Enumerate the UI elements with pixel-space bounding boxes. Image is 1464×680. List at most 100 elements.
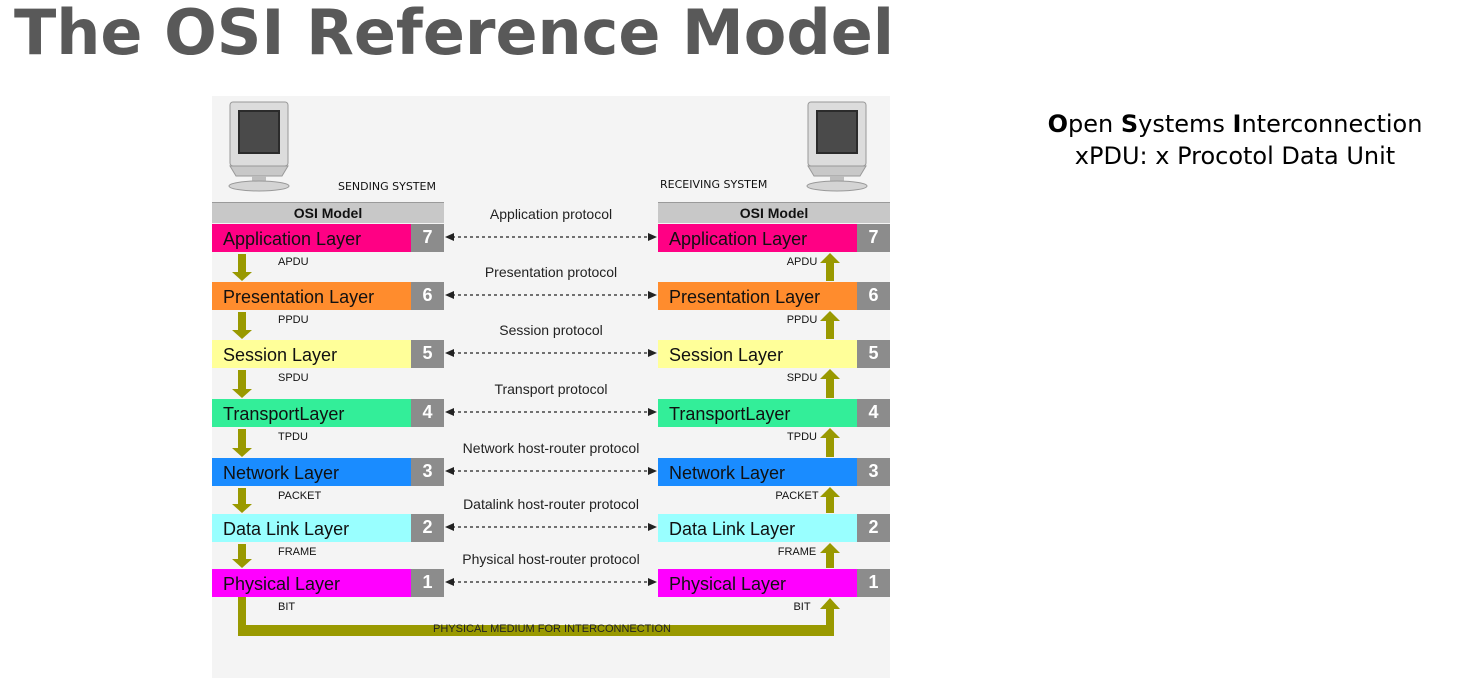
sending-pdu-label: PPDU: [278, 314, 309, 326]
receiving-layer-number: 3: [857, 458, 890, 486]
sending-layer-name: Network Layer: [212, 458, 411, 486]
protocol-label: Network host-router protocol: [462, 440, 640, 456]
protocol-label: Presentation protocol: [484, 264, 618, 280]
sending-layer-name: TransportLayer: [212, 399, 411, 427]
sending-pdu-label: FRAME: [278, 546, 317, 558]
protocol-arrowhead-left: [445, 578, 454, 586]
receiving-layer-name: Session Layer: [658, 340, 857, 368]
protocol-arrowhead-left: [445, 523, 454, 531]
protocol-arrowhead-left: [445, 408, 454, 416]
protocol-label: Session protocol: [499, 322, 603, 338]
sending-layer-number: 7: [411, 224, 444, 252]
down-arrow: [232, 429, 252, 457]
pdu-definition: xPDU: x Procotol Data Unit: [1074, 142, 1396, 170]
up-arrow: [820, 253, 840, 281]
receiving-pdu-label: SPDU: [786, 372, 818, 384]
page-title: The OSI Reference Model: [14, 0, 895, 69]
receiving-stack-header: OSI Model: [658, 202, 890, 223]
sending-layer-number: 4: [411, 399, 444, 427]
sending-pdu-label: BIT: [278, 601, 296, 613]
protocol-label: Application protocol: [489, 206, 613, 222]
arrows-layer: [232, 233, 840, 636]
acronym-systems-rest: ystems: [1138, 110, 1233, 138]
down-arrow: [232, 254, 252, 281]
sending-layer-name: Application Layer: [212, 224, 411, 252]
sending-layer-name: Physical Layer: [212, 569, 411, 597]
up-arrow: [820, 311, 840, 339]
receiving-computer-icon: [806, 101, 868, 192]
sending-system-label: SENDING SYSTEM: [338, 180, 436, 193]
protocol-arrowhead-right: [648, 233, 657, 241]
acronym-box: Open Systems Interconnection xPDU: x Pro…: [1020, 108, 1450, 172]
protocol-arrowhead-right: [648, 291, 657, 299]
acronym-i: I: [1232, 110, 1242, 138]
up-arrow: [820, 543, 840, 568]
receiving-layer-number: 1: [857, 569, 890, 597]
receiving-pdu-label: PACKET: [775, 490, 819, 502]
acronym-open-rest: pen: [1067, 110, 1121, 138]
protocol-arrowhead-right: [648, 523, 657, 531]
receiving-layer-number: 5: [857, 340, 890, 368]
receiving-pdu-label: BIT: [793, 601, 811, 613]
protocol-arrowhead-right: [648, 349, 657, 357]
down-arrow: [232, 370, 252, 398]
acronym-line: Open Systems Interconnection: [1020, 108, 1450, 140]
receiving-layer-name: Data Link Layer: [658, 514, 857, 542]
receiving-layer-name: Network Layer: [658, 458, 857, 486]
protocol-label: Datalink host-router protocol: [463, 496, 639, 512]
protocol-arrowhead-left: [445, 467, 454, 475]
protocol-arrowhead-right: [648, 408, 657, 416]
protocol-arrowhead-right: [648, 578, 657, 586]
sending-layer-name: Presentation Layer: [212, 282, 411, 310]
up-arrow: [820, 428, 840, 457]
sending-layer-number: 1: [411, 569, 444, 597]
osi-diagram: SENDING SYSTEM RECEIVING SYSTEM OSI Mode…: [212, 96, 890, 678]
down-arrow: [232, 544, 252, 568]
sending-stack-header: OSI Model: [212, 202, 444, 223]
receiving-pdu-label: TPDU: [787, 431, 817, 443]
acronym-o: O: [1047, 110, 1068, 138]
sending-layer-name: Data Link Layer: [212, 514, 411, 542]
protocol-arrowhead-left: [445, 233, 454, 241]
receiving-system-label: RECEIVING SYSTEM: [660, 178, 768, 191]
sending-pdu-label: TPDU: [278, 431, 308, 443]
receiving-layer-name: TransportLayer: [658, 399, 857, 427]
receiving-layer-number: 7: [857, 224, 890, 252]
receiving-pdu-label: PPDU: [786, 314, 818, 326]
protocol-arrowhead-left: [445, 291, 454, 299]
protocol-label: Physical host-router protocol: [462, 551, 640, 567]
sending-layer-number: 6: [411, 282, 444, 310]
receiving-pdu-label: FRAME: [777, 546, 817, 558]
receiving-layer-number: 4: [857, 399, 890, 427]
protocol-label: Transport protocol: [494, 381, 608, 397]
receiving-layer-name: Presentation Layer: [658, 282, 857, 310]
acronym-inter-rest: nterconnection: [1241, 110, 1423, 138]
sending-computer-icon: [228, 101, 290, 192]
sending-layer-number: 2: [411, 514, 444, 542]
down-arrow: [232, 312, 252, 339]
medium-label: PHYSICAL MEDIUM FOR INTERCONNECTION: [433, 623, 671, 635]
receiving-layer-number: 2: [857, 514, 890, 542]
protocol-arrowhead-right: [648, 467, 657, 475]
up-arrow: [820, 487, 840, 513]
down-arrow: [232, 488, 252, 513]
sending-layer-number: 3: [411, 458, 444, 486]
sending-layer-name: Session Layer: [212, 340, 411, 368]
sending-layer-number: 5: [411, 340, 444, 368]
up-arrow: [820, 369, 840, 398]
physical-medium-arrow: [238, 597, 840, 636]
